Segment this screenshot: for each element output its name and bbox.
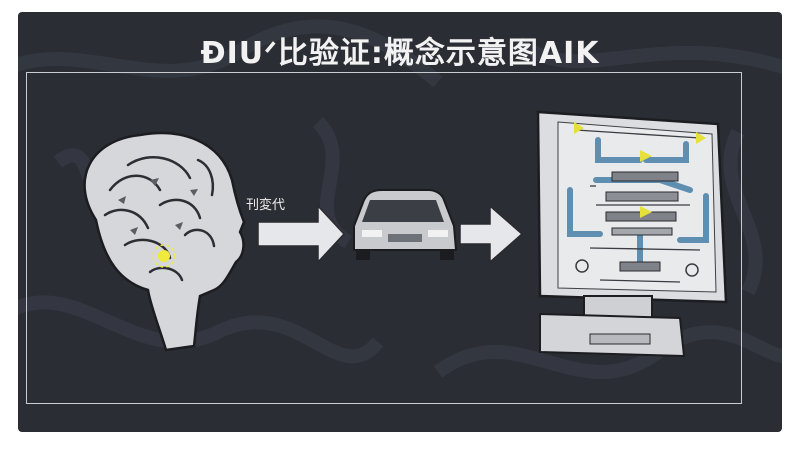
arrow-right-icon: [459, 204, 524, 264]
machine-panel-icon: [536, 110, 728, 358]
car-icon: [353, 189, 458, 260]
brain-icon: [83, 131, 246, 352]
arrow-right-icon: [257, 204, 346, 264]
diagram-frame: [26, 72, 742, 404]
page-title: ĐIUᐟ比验证:概念示意图AIK: [200, 36, 600, 71]
arrow-label: 刊変代: [246, 198, 286, 213]
